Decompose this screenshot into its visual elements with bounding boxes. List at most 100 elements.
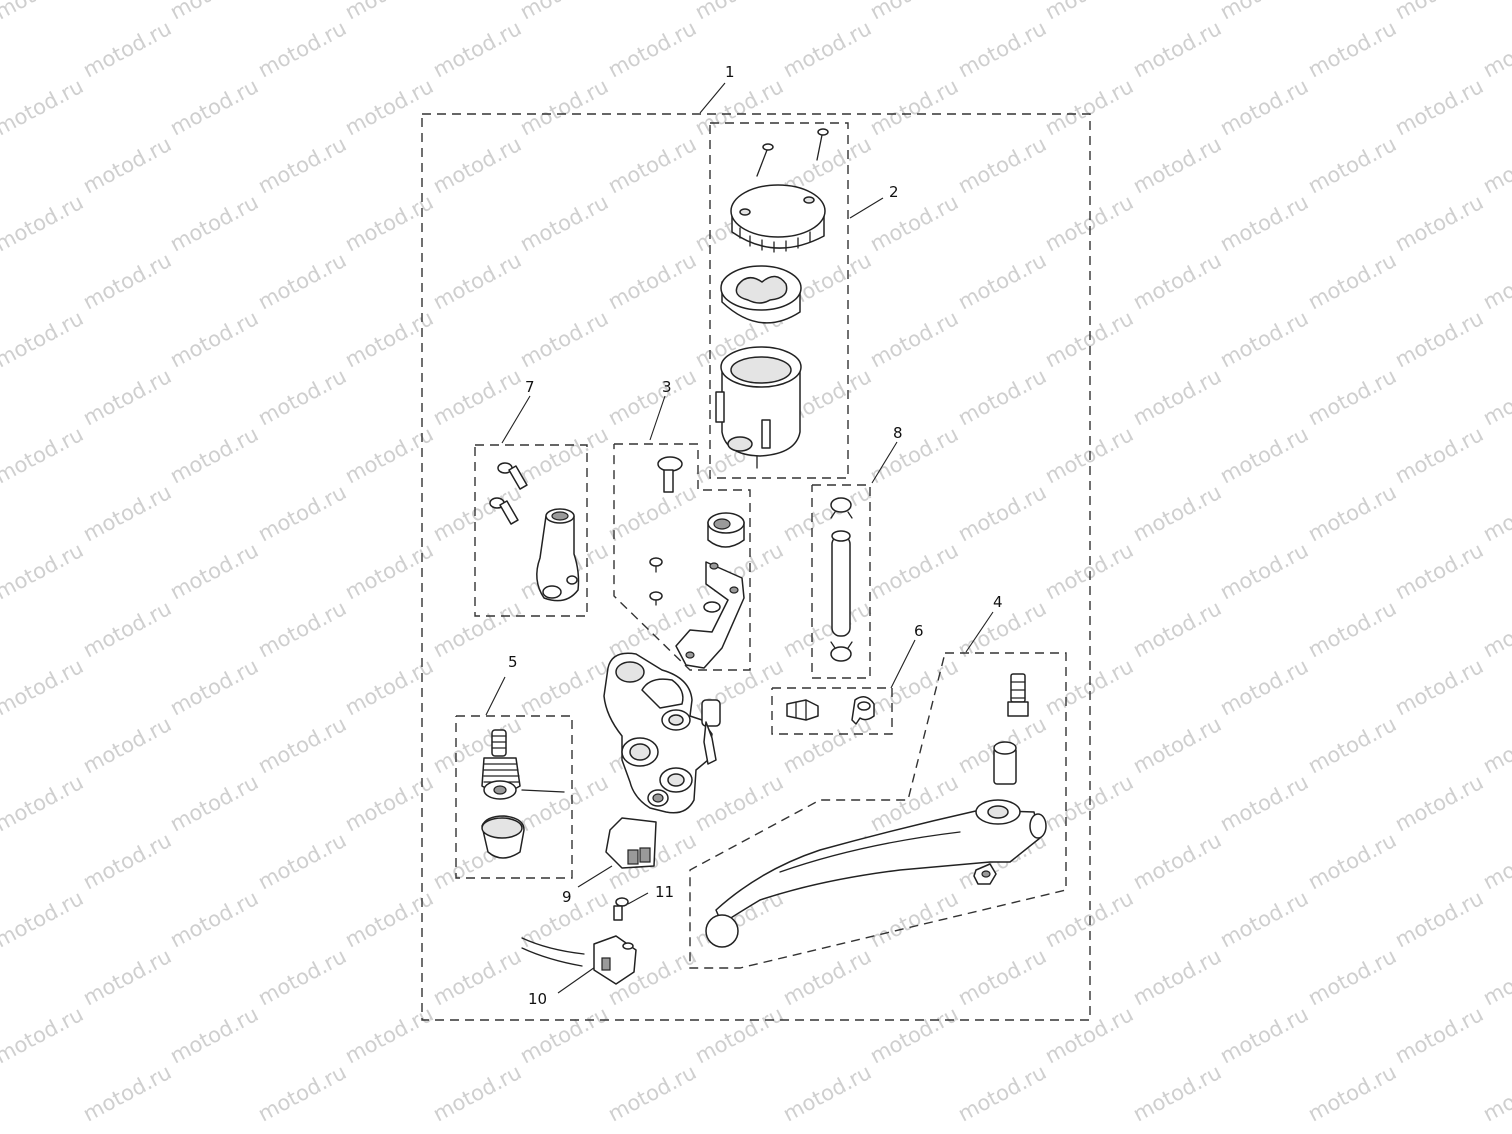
watermark-text: motod.ru [779,712,875,778]
mirror-mount-group-outline [474,444,588,617]
watermark-text: motod.ru [779,480,875,546]
watermark-text: motod.ru [1129,248,1225,314]
watermark-text: motod.ru [341,0,437,24]
watermark-text: motod.ru [691,0,787,24]
watermark-text: motod.ru [1216,306,1312,372]
watermark-text: motod.ru [1216,190,1312,256]
watermark-text: motod.ru [166,770,262,836]
reservoir-assembly [715,128,829,469]
hose-assembly [830,497,853,662]
watermark-text: motod.ru [1216,422,1312,488]
watermark-text: motod.ru [79,1060,175,1126]
watermark-text: motod.ru [1479,828,1512,894]
hose-group-outline [811,484,871,679]
watermark-text: motod.ru [866,306,962,372]
watermark-text: motod.ru [1216,886,1312,952]
pin-icon [521,789,565,793]
watermark-text: motod.ru [691,770,787,836]
watermark-text: motod.ru [1216,538,1312,604]
watermark-text: motod.ru [1391,422,1487,488]
bushing-icon [993,741,1017,785]
watermark-text: motod.ru [954,364,1050,430]
watermark-text: motod.ru [254,132,350,198]
watermark-text: motod.ru [516,1002,612,1068]
watermark-text: motod.ru [79,596,175,662]
watermark-text: motod.ru [866,1002,962,1068]
watermark-text: motod.ru [79,944,175,1010]
watermark-text: motod.ru [1304,596,1400,662]
watermark-text: motod.ru [79,712,175,778]
watermark-text: motod.ru [1304,944,1400,1010]
watermark-text: motod.ru [166,654,262,720]
watermark-text: motod.ru [1129,596,1225,662]
hose-clip-icon [830,497,853,519]
screw-icon [489,497,519,525]
switch-icon [605,817,657,869]
watermark-text: motod.ru [79,828,175,894]
watermark-text: motod.ru [1479,16,1512,82]
piston-icon [481,729,521,800]
watermark-text: motod.ru [341,770,437,836]
watermark-text: motod.ru [516,0,612,24]
watermark-text: motod.ru [166,306,262,372]
dust-boot-icon [481,815,525,859]
callout-2: 2 [889,183,899,201]
watermark-text: motod.ru [254,480,350,546]
screw-icon [649,557,663,573]
callout-7: 7 [525,378,535,396]
watermark-text: motod.ru [954,248,1050,314]
watermark-text: motod.ru [779,1060,875,1126]
watermark-text: motod.ru [516,422,612,488]
watermark-text: motod.ru [1129,828,1225,894]
watermark-text: motod.ru [341,422,437,488]
watermark-text: motod.ru [604,364,700,430]
pivot-bolt-icon [1007,673,1029,717]
watermark-text: motod.ru [779,596,875,662]
screw-icon [613,897,629,921]
watermark-text: motod.ru [866,422,962,488]
watermark-text: motod.ru [79,16,175,82]
watermark-text: motod.ru [1129,132,1225,198]
watermark-text: motod.ru [1304,248,1400,314]
piston-assembly [481,729,565,859]
callout-11: 11 [655,883,674,901]
watermark-text: motod.ru [79,364,175,430]
watermark-text: motod.ru [254,364,350,430]
watermark-text: motod.ru [1129,364,1225,430]
watermark-text: motod.ru [866,74,962,140]
watermark-text: motod.ru [166,74,262,140]
watermark-text: motod.ru [166,538,262,604]
watermark-text: motod.ru [341,74,437,140]
watermark-text: motod.ru [1129,480,1225,546]
watermark-text: motod.ru [254,596,350,662]
watermark-text: motod.ru [0,1002,87,1068]
watermark-text: motod.ru [1041,770,1137,836]
watermark-text: motod.ru [516,770,612,836]
watermark-text: motod.ru [254,944,350,1010]
watermark-text: motod.ru [866,654,962,720]
watermark-text: motod.ru [79,132,175,198]
watermark-text: motod.ru [779,944,875,1010]
connector-icon [521,935,637,985]
grommet-icon [707,512,745,548]
watermark-text: motod.ru [1041,74,1137,140]
watermark-text: motod.ru [954,1060,1050,1126]
watermark-text: motod.ru [429,132,525,198]
watermark-text: motod.ru [779,16,875,82]
watermark-text: motod.ru [1391,190,1487,256]
watermark-text: motod.ru [1304,828,1400,894]
watermark-text: motod.ru [341,306,437,372]
watermark-text: motod.ru [166,886,262,952]
watermark-text: motod.ru [1391,74,1487,140]
callout-3: 3 [662,378,672,396]
watermark-text: motod.ru [954,944,1050,1010]
watermark-text: motod.ru [1391,886,1487,952]
watermark-text: motod.ru [1041,306,1137,372]
callout-4: 4 [993,593,1003,611]
watermark-text: motod.ru [604,132,700,198]
watermark-text: motod.ru [1041,0,1137,24]
screw-icon [497,462,528,490]
watermark-text: motod.ru [516,74,612,140]
bleed-assembly [786,696,875,725]
watermark-text: motod.ru [691,1002,787,1068]
